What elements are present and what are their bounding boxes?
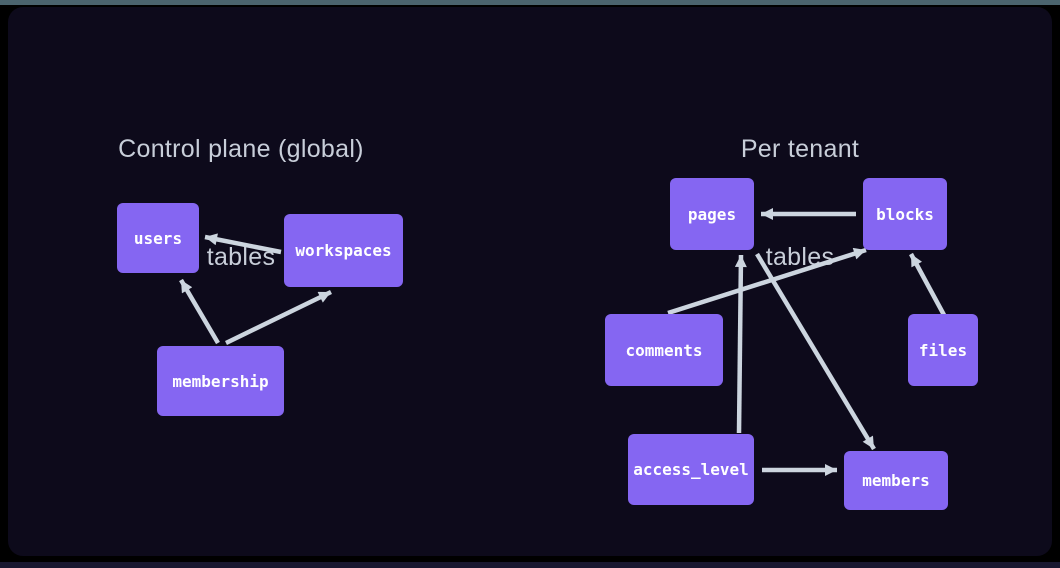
node-label: blocks	[876, 204, 934, 224]
edge-access_level-to-pages-arrow	[734, 254, 747, 434]
section-title-line: tables	[765, 243, 835, 271]
node-access_level: access_level	[628, 434, 754, 505]
diagram-panel: Control plane (global) tables Per tenant…	[8, 7, 1052, 556]
node-label: workspaces	[295, 241, 392, 260]
edge-membership-to-users-arrow	[179, 278, 220, 345]
edges-layer	[179, 208, 946, 476]
node-label: membership	[172, 371, 269, 391]
section-title-line: Per tenant	[740, 135, 860, 163]
edge-membership-to-workspaces-arrow	[225, 289, 332, 346]
edge-workspaces-to-users-arrow	[204, 233, 282, 255]
node-label: comments	[625, 340, 703, 360]
node-label: users	[133, 228, 183, 248]
node-label: members	[862, 471, 930, 490]
node-label: access_level	[633, 460, 749, 479]
node-files: files	[908, 314, 978, 386]
section-title-per-tenant: Per tenant tables	[660, 59, 940, 347]
section-title-line: Control plane (global)	[118, 135, 364, 163]
edge-comments-to-blocks-arrow	[667, 247, 867, 316]
node-comments: comments	[605, 314, 723, 386]
node-workspaces: workspaces	[284, 214, 403, 287]
edge-pages-to-members-arrow	[755, 252, 876, 451]
node-blocks: blocks	[863, 178, 947, 250]
node-members: members	[844, 451, 948, 510]
top-edge-strip	[0, 0, 1060, 5]
node-pages: pages	[670, 178, 754, 250]
edge-files-to-blocks-arrow	[909, 252, 946, 317]
node-label: files	[918, 340, 968, 360]
node-membership: membership	[157, 346, 284, 416]
node-label: pages	[687, 204, 737, 224]
node-users: users	[117, 203, 199, 273]
bottom-edge-strip	[0, 562, 1060, 568]
